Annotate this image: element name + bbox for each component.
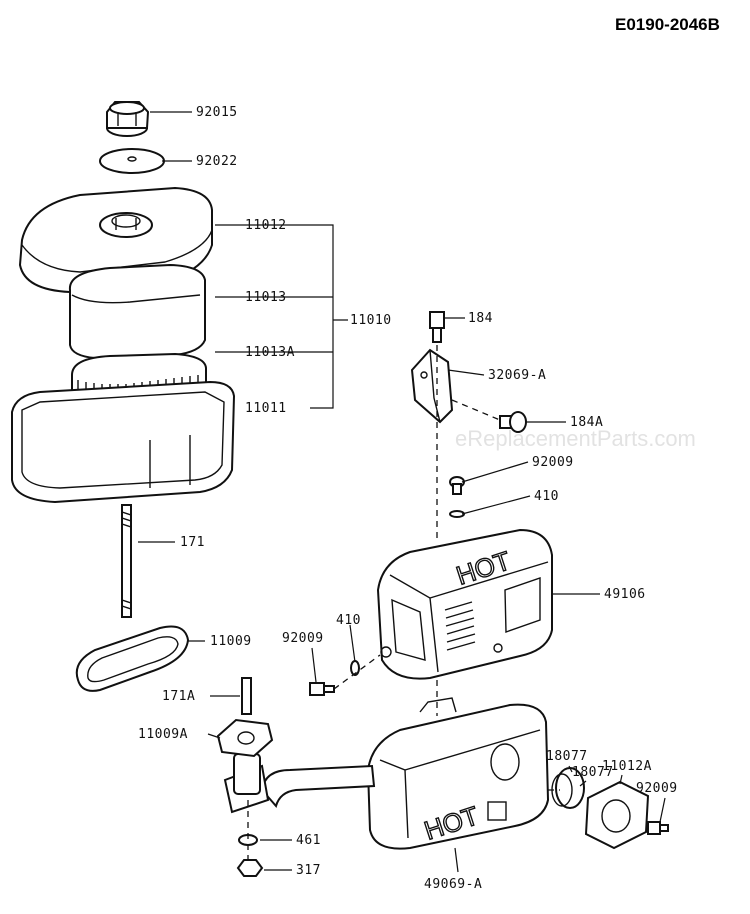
label-410-left: 410 xyxy=(336,613,361,628)
muffler-49069A[interactable]: HOT xyxy=(366,697,550,850)
label-92015: 92015 xyxy=(196,105,238,120)
stud-171A[interactable] xyxy=(241,677,252,715)
label-92009-left: 92009 xyxy=(282,631,324,646)
nut-317[interactable] xyxy=(236,859,264,877)
air-cleaner-base-11011[interactable] xyxy=(11,380,236,504)
bolt-184[interactable] xyxy=(429,311,445,343)
label-92009-right: 92009 xyxy=(636,781,678,796)
washer-410-top[interactable] xyxy=(449,510,465,518)
label-317: 317 xyxy=(296,863,321,878)
label-49069A: 49069-A xyxy=(424,877,482,892)
label-18077-a: 18077 xyxy=(546,749,588,764)
label-171: 171 xyxy=(180,535,205,550)
bolt-92009-left[interactable] xyxy=(309,682,335,696)
label-11010: 11010 xyxy=(350,313,392,328)
label-18077-b: 18077 xyxy=(572,765,614,780)
bolt-92009-right[interactable] xyxy=(647,821,669,835)
label-92009-top: 92009 xyxy=(532,455,574,470)
label-184: 184 xyxy=(468,311,493,326)
muffler-cover-49106[interactable]: HOT xyxy=(376,528,553,680)
label-11009A: 11009A xyxy=(138,727,188,742)
stud-171[interactable] xyxy=(121,504,132,618)
label-11011: 11011 xyxy=(245,401,287,416)
gasket-11009[interactable] xyxy=(75,625,190,692)
watermark-text: eReplacementParts.com xyxy=(455,426,696,451)
label-11013: 11013 xyxy=(245,290,287,305)
label-32069A: 32069-A xyxy=(488,368,546,383)
label-11013A: 11013A xyxy=(245,345,295,360)
pre-cleaner-11013[interactable] xyxy=(68,263,206,360)
label-11009: 11009 xyxy=(210,634,252,649)
washer-92022[interactable] xyxy=(99,148,165,174)
label-11012A: 11012A xyxy=(602,759,652,774)
label-171A: 171A xyxy=(162,689,195,704)
diagram-code: E0190-2046B xyxy=(615,15,720,34)
label-92022: 92022 xyxy=(196,154,238,169)
bolt-92009-top[interactable] xyxy=(449,476,465,495)
label-49106: 49106 xyxy=(604,587,646,602)
label-461: 461 xyxy=(296,833,321,848)
wing-nut-92015[interactable] xyxy=(106,101,150,137)
exhaust-pipe[interactable] xyxy=(223,753,376,814)
bolt-184A[interactable] xyxy=(499,411,527,433)
gasket-11009A[interactable] xyxy=(216,718,274,758)
label-410-top: 410 xyxy=(534,489,559,504)
label-184A: 184A xyxy=(570,415,603,430)
bracket-32069A[interactable] xyxy=(410,348,454,424)
label-11012: 11012 xyxy=(245,218,287,233)
